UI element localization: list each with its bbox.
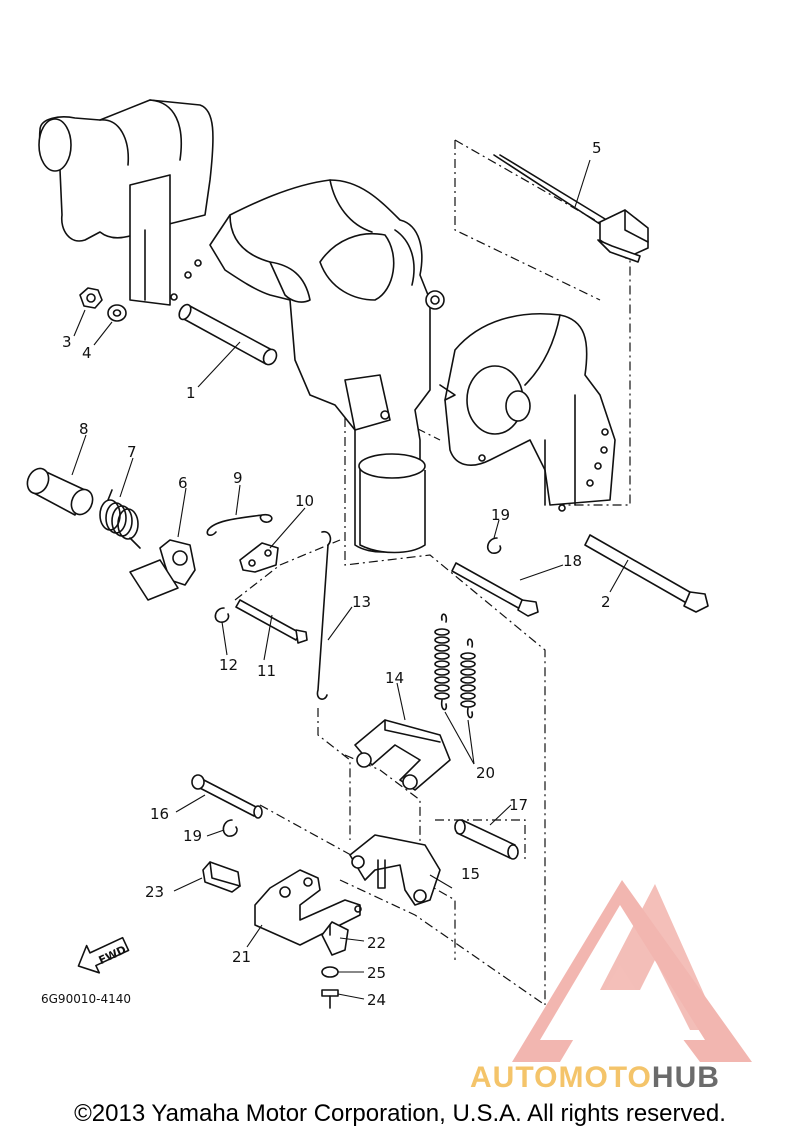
callout-5: 5 — [592, 139, 602, 157]
callout-6: 6 — [178, 474, 188, 492]
callout-3: 3 — [62, 333, 72, 351]
part-16-pin — [191, 774, 263, 819]
part-7-spring — [99, 489, 141, 549]
part-11-pin — [235, 599, 308, 644]
copyright-notice: ©2013 Yamaha Motor Corporation, U.S.A. A… — [74, 1100, 726, 1127]
callout-20: 20 — [476, 764, 495, 782]
part-20-springs — [434, 613, 476, 719]
part-18-bolt — [451, 562, 539, 617]
leader-lines — [71, 159, 629, 1000]
part-22-clip — [321, 921, 349, 956]
callout-17: 17 — [509, 796, 528, 814]
part-23-grip — [202, 861, 241, 893]
automotohub-wordmark: AUTOMOTOHUB — [470, 1061, 720, 1094]
part-10-cam — [239, 542, 279, 573]
callouts: 1 2 3 4 5 6 7 8 9 10 11 12 13 14 15 16 1… — [62, 139, 611, 1009]
callout-12: 12 — [219, 656, 238, 674]
part-2-bolt — [584, 534, 709, 613]
callout-24: 24 — [367, 991, 386, 1009]
wordmark-automoto: AUTOMOTO — [470, 1061, 652, 1094]
part-1-pin — [178, 303, 278, 366]
part-24-screw — [321, 989, 339, 1009]
clamp-bracket — [38, 99, 214, 306]
callout-25: 25 — [367, 964, 386, 982]
callout-14: 14 — [385, 669, 404, 687]
callout-8: 8 — [79, 420, 89, 438]
callout-15: 15 — [461, 865, 480, 883]
callout-9: 9 — [233, 469, 243, 487]
part-15-bracket — [349, 834, 441, 906]
callout-1: 1 — [186, 384, 196, 402]
part-9-spring-wire — [206, 513, 273, 536]
callout-11: 11 — [257, 662, 276, 680]
part-12-clip — [214, 607, 230, 623]
part-19-circlip-upper — [486, 537, 502, 554]
part-13-rod — [316, 530, 332, 700]
callout-18: 18 — [563, 552, 582, 570]
part-17-roller — [454, 819, 519, 860]
part-6-lever — [129, 539, 196, 601]
callout-22: 22 — [367, 934, 386, 952]
callout-7: 7 — [127, 443, 137, 461]
callout-19-upper: 19 — [491, 506, 510, 524]
callout-13: 13 — [352, 593, 371, 611]
guide-lines — [234, 139, 631, 1006]
part-25-washer — [321, 966, 339, 978]
part-5-tilt-rod — [493, 154, 649, 263]
clamp-bracket-right — [439, 312, 616, 512]
part-8-bushing — [26, 467, 94, 516]
part-14-bracket — [354, 719, 451, 791]
wordmark-hub: HUB — [652, 1061, 720, 1094]
fwd-arrow-icon — [77, 936, 130, 974]
part-3-nut — [79, 287, 103, 309]
callout-19-lower: 19 — [183, 827, 202, 845]
swivel-bracket — [209, 179, 445, 554]
callout-2: 2 — [601, 593, 611, 611]
drawing-number: 6G90010-4140 — [41, 992, 131, 1006]
callout-16: 16 — [150, 805, 169, 823]
part-4-washer — [107, 304, 127, 322]
callout-23: 23 — [145, 883, 164, 901]
callout-21: 21 — [232, 948, 251, 966]
callout-4: 4 — [82, 344, 92, 362]
callout-10: 10 — [295, 492, 314, 510]
automotohub-logo — [512, 880, 752, 1062]
part-19-circlip-lower — [222, 819, 238, 837]
